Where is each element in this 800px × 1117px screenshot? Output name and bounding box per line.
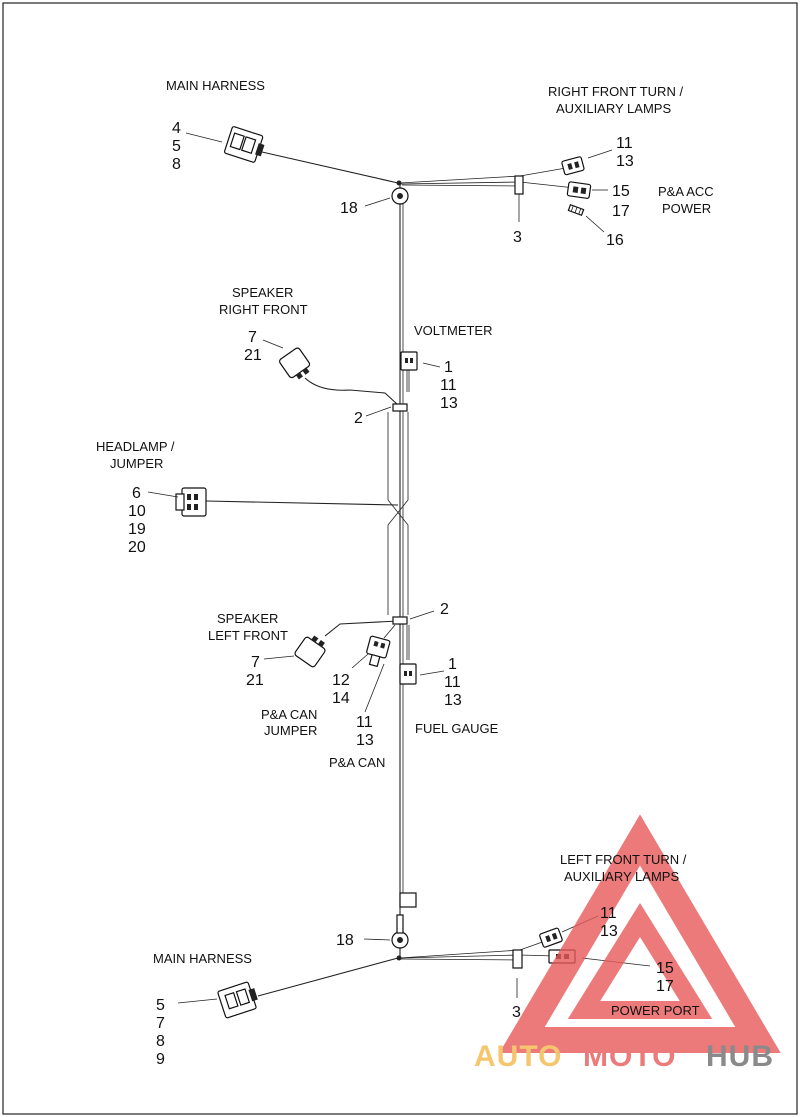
label-voltmeter: VOLTMETER	[414, 323, 493, 338]
bottom-grommet-18	[391, 892, 417, 949]
callout: 11	[600, 905, 617, 922]
callout: 17	[612, 203, 630, 220]
callout: 10	[128, 503, 146, 520]
top-clip-2	[392, 403, 408, 412]
main-harness-bottom-connector	[217, 981, 258, 1019]
watermark-logo: AUTO MOTO HUB	[474, 814, 781, 1073]
label-speaker-lf-1: SPEAKER	[217, 611, 278, 626]
label-headlamp-2: JUMPER	[110, 456, 163, 471]
speaker-right-front-connector	[279, 347, 311, 380]
terminal-16	[567, 204, 585, 216]
watermark-text-hub: HUB	[706, 1040, 774, 1073]
callout: 1	[448, 656, 457, 673]
label-right-front-turn-1: RIGHT FRONT TURN /	[548, 84, 683, 99]
label-headlamp-1: HEADLAMP /	[96, 439, 175, 454]
callout: 19	[128, 521, 146, 538]
label-speaker-rf-2: RIGHT FRONT	[219, 302, 308, 317]
callout: 15	[612, 183, 630, 200]
label-pa-can-jumper-2: JUMPER	[264, 723, 317, 738]
callout: 17	[656, 978, 674, 995]
watermark-text-auto: AUTO	[474, 1040, 562, 1073]
label-power-port: POWER PORT	[611, 1003, 700, 1018]
top-grommet-18	[391, 187, 409, 205]
label-left-front-turn-1: LEFT FRONT TURN /	[560, 852, 687, 867]
callout: 2	[440, 601, 449, 618]
callout: 16	[606, 232, 624, 249]
label-speaker-lf-2: LEFT FRONT	[208, 628, 288, 643]
label-main-harness-bottom: MAIN HARNESS	[153, 951, 252, 966]
harness-wires	[205, 151, 576, 997]
callout: 7	[248, 329, 257, 346]
right-front-turn-connector	[561, 156, 585, 176]
label-pa-acc-1: P&A ACC	[658, 184, 714, 199]
callout: 7	[251, 654, 260, 671]
bottom-clip-3	[512, 949, 523, 998]
callout: 1	[444, 359, 453, 376]
label-pa-can-jumper-1: P&A CAN	[261, 707, 317, 722]
callout: 3	[513, 229, 522, 246]
callout: 2	[354, 410, 363, 427]
voltmeter-connector	[400, 351, 418, 392]
top-junction	[396, 180, 402, 186]
headlamp-connector	[175, 487, 207, 517]
callout: 8	[172, 156, 181, 173]
callout: 5	[156, 997, 165, 1014]
callout: 4	[172, 120, 181, 137]
pa-acc-power-connector	[566, 181, 592, 199]
label-speaker-rf-1: SPEAKER	[232, 285, 293, 300]
callout: 11	[616, 135, 633, 152]
label-pa-can: P&A CAN	[329, 755, 385, 770]
callout: 20	[128, 539, 146, 556]
callout: 15	[656, 960, 674, 977]
callout: 11	[444, 674, 461, 691]
label-left-front-turn-2: AUXILIARY LAMPS	[564, 869, 679, 884]
speaker-left-front-connector	[294, 635, 326, 668]
callout: 13	[444, 692, 462, 709]
watermark-text-moto: MOTO	[583, 1040, 676, 1073]
main-harness-top-connector	[223, 126, 265, 163]
callout: 6	[132, 485, 141, 502]
callout: 7	[156, 1015, 165, 1032]
callout: 14	[332, 690, 350, 707]
callout: 12	[332, 672, 350, 689]
callout: 18	[340, 200, 358, 217]
bottom-clip-2	[392, 616, 408, 625]
callout-numbers: 4 5 8 11 13 15 17 16 3 18 7 21 1 11 13 2…	[128, 120, 674, 1068]
bottom-junction	[396, 955, 402, 961]
callout: 11	[440, 377, 457, 394]
callout: 9	[156, 1051, 165, 1068]
callout: 21	[244, 347, 262, 364]
left-front-turn-connector	[539, 927, 563, 948]
label-pa-acc-2: POWER	[662, 201, 711, 216]
watermark-triangle-icon	[499, 814, 781, 1053]
label-main-harness-top: MAIN HARNESS	[166, 78, 265, 93]
callout: 8	[156, 1033, 165, 1050]
label-fuel-gauge: FUEL GAUGE	[415, 721, 499, 736]
top-clip-3	[514, 175, 524, 222]
callout: 3	[512, 1004, 521, 1021]
callout: 13	[356, 732, 374, 749]
callout: 21	[246, 672, 264, 689]
component-labels: MAIN HARNESS RIGHT FRONT TURN / AUXILIAR…	[96, 78, 714, 1018]
callout: 13	[440, 395, 458, 412]
pa-can-jumper-connector	[366, 635, 391, 668]
callout: 13	[616, 153, 634, 170]
callout: 18	[336, 932, 354, 949]
callout: 13	[600, 923, 618, 940]
callout: 5	[172, 138, 181, 155]
fuel-gauge-connector	[399, 625, 417, 685]
label-right-front-turn-2: AUXILIARY LAMPS	[556, 101, 671, 116]
callout: 11	[356, 714, 373, 731]
